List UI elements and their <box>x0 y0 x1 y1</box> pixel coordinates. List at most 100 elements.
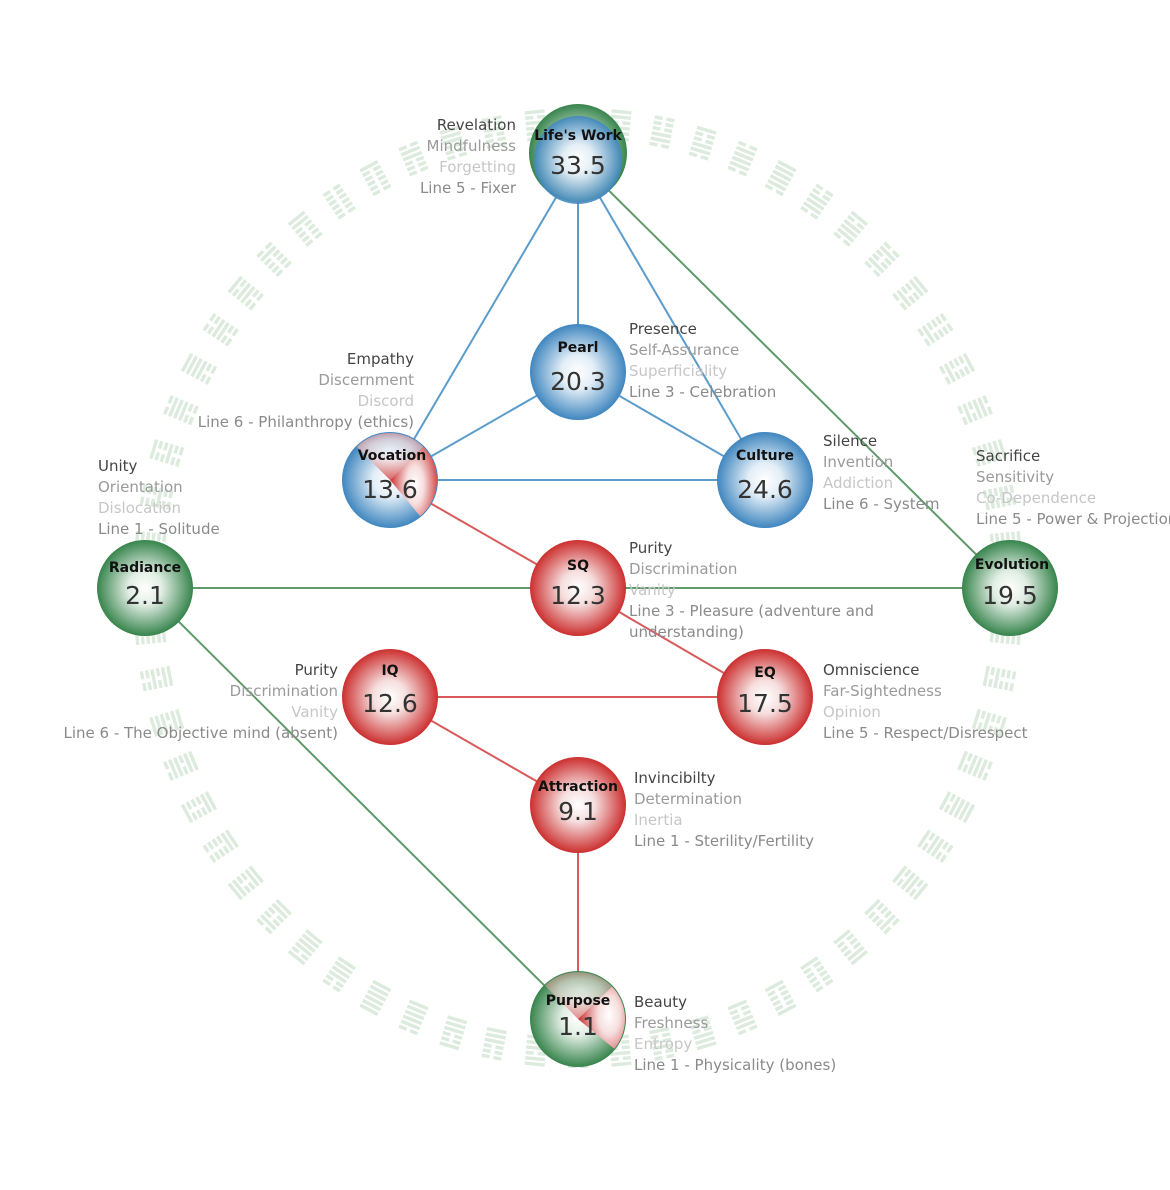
label-line: Line 5 - Respect/Disrespect <box>823 723 1028 744</box>
hexagram-glyph <box>256 242 292 278</box>
label-line: Line 5 - Fixer <box>380 178 516 199</box>
label-shadow: Dislocation <box>98 498 220 519</box>
label-shadow: Addiction <box>823 473 939 494</box>
node-value: 9.1 <box>558 797 598 826</box>
label-virtue: Determination <box>634 789 814 810</box>
label-lifes-work: Revelation Mindfulness Forgetting Line 5… <box>380 115 516 199</box>
node-lifes-work[interactable]: Life's Work 33.5 <box>529 104 627 204</box>
node-title: Vocation <box>358 448 427 464</box>
label-eq: Omniscience Far-Sightedness Opinion Line… <box>823 660 1028 744</box>
node-title: Attraction <box>538 779 618 795</box>
hexagram-glyph <box>689 126 717 161</box>
label-radiance: Unity Orientation Dislocation Line 1 - S… <box>98 456 220 540</box>
node-culture[interactable]: Culture 24.6 <box>717 432 813 528</box>
hexagram-glyph <box>892 865 928 900</box>
label-gift: Invincibilty <box>634 768 814 789</box>
node-radiance[interactable]: Radiance 2.1 <box>97 540 193 636</box>
hexagram-glyph <box>833 211 868 247</box>
label-shadow: Vanity <box>629 580 889 601</box>
label-virtue: Invention <box>823 452 939 473</box>
node-title: Culture <box>736 448 794 464</box>
node-value: 2.1 <box>125 581 165 610</box>
node-value: 33.5 <box>550 151 606 180</box>
hexagram-glyph <box>228 865 264 900</box>
label-shadow: Forgetting <box>380 157 516 178</box>
node-title: Pearl <box>558 340 599 356</box>
hexagram-glyph <box>957 751 993 781</box>
label-line: Line 6 - System <box>823 494 939 515</box>
node-vocation[interactable]: Vocation 13.6 <box>330 420 450 540</box>
hexagram-glyph <box>800 183 834 219</box>
hexagram-glyph <box>398 1000 428 1036</box>
label-line: Line 3 - Pleasure (adventure and underst… <box>629 601 889 643</box>
hexagram-glyph <box>288 929 323 965</box>
label-purpose: Beauty Freshness Entropy Line 1 - Physic… <box>634 992 836 1076</box>
line-lifeswork-vocation <box>390 160 578 480</box>
node-iq[interactable]: IQ 12.6 <box>342 649 438 745</box>
label-gift: Silence <box>823 431 939 452</box>
node-attraction[interactable]: Attraction 9.1 <box>530 757 626 853</box>
hexagram-glyph <box>439 1015 467 1050</box>
hexagram-glyph <box>765 160 797 196</box>
node-sq[interactable]: SQ 12.3 <box>530 540 626 636</box>
node-value: 20.3 <box>550 367 606 396</box>
label-gift: Revelation <box>380 115 516 136</box>
node-eq[interactable]: EQ 17.5 <box>717 649 813 745</box>
node-value: 24.6 <box>737 475 793 504</box>
hexagram-glyph <box>800 956 834 992</box>
label-evolution: Sacrifice Sensitivity Co-Dependence Line… <box>976 446 1170 530</box>
node-value: 1.1 <box>558 1012 598 1041</box>
node-title: EQ <box>754 665 776 681</box>
label-virtue: Freshness <box>634 1013 836 1034</box>
label-shadow: Superficiality <box>629 361 776 382</box>
label-line: Line 6 - The Objective mind (absent) <box>40 723 338 744</box>
hexagram-glyph <box>322 183 356 219</box>
node-title: IQ <box>381 663 398 679</box>
label-shadow: Opinion <box>823 702 1028 723</box>
hexagram-glyph <box>939 791 975 823</box>
node-evolution[interactable]: Evolution 19.5 <box>962 540 1058 636</box>
hexagram-glyph <box>864 899 900 935</box>
label-line: Line 6 - Philanthropy (ethics) <box>170 412 414 433</box>
label-gift: Empathy <box>170 349 414 370</box>
node-title: Life's Work <box>534 128 622 144</box>
hexagram-glyph <box>649 115 675 149</box>
node-value: 19.5 <box>982 581 1038 610</box>
label-virtue: Discernment <box>170 370 414 391</box>
hexagram-glyph <box>228 276 264 311</box>
label-shadow: Discord <box>170 391 414 412</box>
label-shadow: Vanity <box>40 702 338 723</box>
label-virtue: Self-Assurance <box>629 340 776 361</box>
hexagram-glyph <box>181 791 217 823</box>
node-title: Purpose <box>546 993 611 1009</box>
label-vocation: Empathy Discernment Discord Line 6 - Phi… <box>170 349 414 433</box>
node-value: 12.6 <box>362 689 418 718</box>
label-virtue: Discrimination <box>40 681 338 702</box>
label-attraction: Invincibilty Determination Inertia Line … <box>634 768 814 852</box>
hexagram-glyph <box>202 829 238 863</box>
label-culture: Silence Invention Addiction Line 6 - Sys… <box>823 431 939 515</box>
hexagram-glyph <box>957 395 993 425</box>
hexagram-glyph <box>917 313 953 347</box>
hexagram-glyph <box>322 956 356 992</box>
label-virtue: Far-Sightedness <box>823 681 1028 702</box>
hexagram-glyph <box>256 899 292 935</box>
label-line: Line 1 - Physicality (bones) <box>634 1055 836 1076</box>
hexagram-glyph <box>163 751 199 781</box>
node-pearl[interactable]: Pearl 20.3 <box>530 324 626 420</box>
node-title: Evolution <box>975 557 1049 573</box>
label-gift: Presence <box>629 319 776 340</box>
hexagram-glyph <box>727 141 757 177</box>
label-gift: Purity <box>40 660 338 681</box>
node-value: 13.6 <box>362 475 418 504</box>
hexagram-glyph <box>481 1027 507 1061</box>
label-shadow: Inertia <box>634 810 814 831</box>
hexagram-glyph <box>833 929 868 965</box>
label-virtue: Orientation <box>98 477 220 498</box>
label-virtue: Sensitivity <box>976 467 1170 488</box>
node-value: 12.3 <box>550 581 606 610</box>
label-gift: Purity <box>629 538 889 559</box>
hexagram-glyph <box>917 829 953 863</box>
hexagram-glyph <box>359 980 391 1016</box>
